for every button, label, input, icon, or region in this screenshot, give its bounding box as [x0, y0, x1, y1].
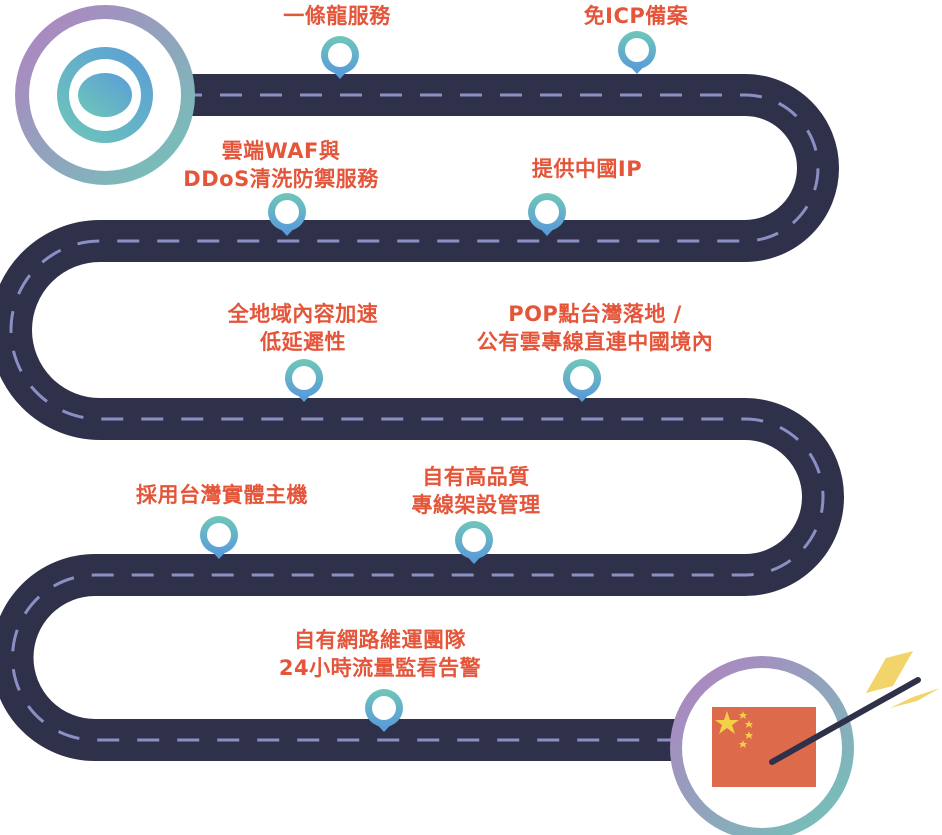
milestone-label-own-dedicated-line: 自有高品質 專線架設管理 [411, 465, 541, 517]
china-flag-icon [670, 656, 854, 835]
location-pin-icon [455, 521, 493, 564]
road-center-dashes [9, 93, 825, 742]
location-pin-icon [200, 516, 238, 559]
location-pin-icon [528, 193, 566, 236]
location-pin-icon [618, 31, 656, 74]
milestone-label-ops-team-monitoring: 自有網路維運團隊 24小時流量監看告警 [278, 628, 482, 680]
location-pin-icon [285, 359, 323, 402]
milestone-label-taiwan-hosts: 採用台灣實體主機 [136, 483, 308, 507]
location-pin-icon [365, 689, 403, 732]
milestone-label-content-acceleration: 全地域內容加速 低延遲性 [227, 302, 379, 354]
milestone-label-waf-ddos: 雲端WAF與 DDoS清洗防禦服務 [183, 139, 379, 191]
milestone-label-no-icp-filing: 免ICP備案 [583, 4, 689, 28]
location-pin-icon [563, 359, 601, 402]
milestone-label-china-ip: 提供中國IP [531, 157, 643, 181]
target-icon [15, 5, 195, 185]
dart-arrow-icon [769, 651, 940, 765]
milestone-label-one-stop-service: 一條龍服務 [283, 4, 391, 28]
milestone-label-pop-taiwan: POP點台灣落地 / 公有雲專線直連中國境內 [476, 302, 714, 354]
location-pin-icon [268, 193, 306, 236]
location-pin-icon [321, 36, 359, 79]
